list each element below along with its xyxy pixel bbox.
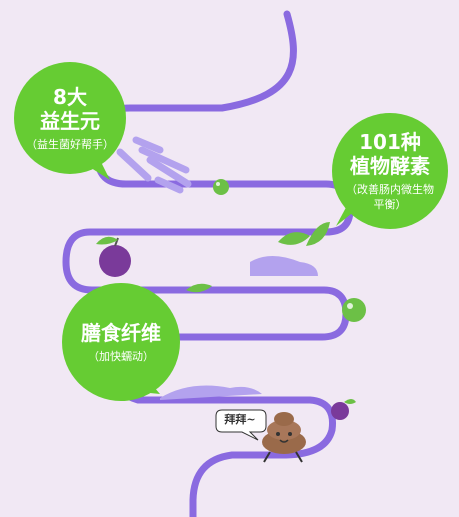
leaf-small-icon [186,283,212,293]
leaf-icon [278,222,330,246]
prebiotics-title: 益生元 [40,108,100,133]
plum-icon [96,236,131,277]
fiber-bubble: 膳食纤维 （加快蠕动） [62,283,180,401]
fiber-strands [116,136,192,194]
pea-large [342,298,366,322]
enzymes-bubble: 101种 植物酵素 （改善肠内微生物 平衡） [332,113,448,229]
speech-bubble-shape [215,409,267,441]
enzymes-title: 植物酵素 [350,154,430,178]
pea-small [213,179,229,195]
fiber-title: 膳食纤维 [81,320,161,345]
prebiotics-count: 8大 [53,84,87,109]
prebiotics-bubble: 8大 益生元 （益生菌好帮手） [14,62,126,174]
waste-blob-lower [160,385,262,400]
waste-blob-upper [250,256,318,276]
speech-bubble-text: 拜拜~ [224,413,256,426]
enzymes-count: 101种 [359,130,421,154]
enzymes-subtitle-2: 平衡） [373,198,407,211]
enzymes-subtitle: （改善肠内微生物 [346,183,434,196]
plum-small-icon [331,399,356,420]
bubble-2-shape [332,113,448,229]
bubble-1-shape [14,62,126,180]
prebiotics-subtitle: （益生菌好帮手） [26,137,114,151]
fiber-subtitle: （加快蠕动） [88,349,154,363]
poop-character [262,412,306,463]
bubble-3-shape [62,283,180,401]
